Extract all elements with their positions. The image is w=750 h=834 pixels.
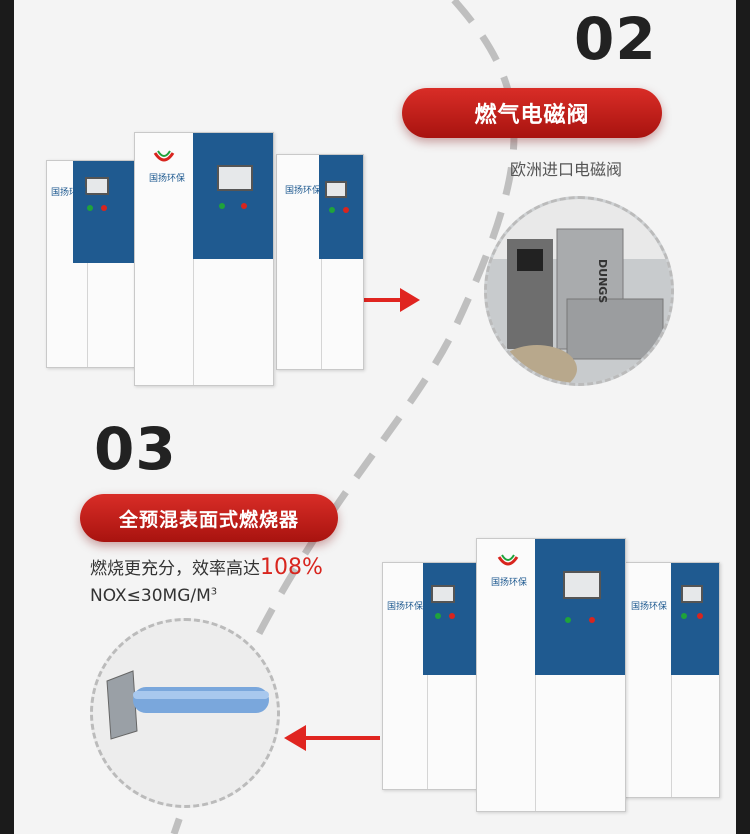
boiler-unit-bottom-center: 国扬环保 (476, 538, 626, 812)
brand-label: 国扬环保 (491, 578, 528, 588)
brand-label: 国扬环保 (149, 174, 186, 184)
section-subtitle-02: 欧洲进口电磁阀 (510, 160, 623, 179)
valve-brand-label: DUNGS (596, 259, 609, 303)
burner-photo (90, 618, 280, 808)
efficiency-line: 燃烧更充分，效率高达108% (90, 555, 323, 580)
brand-logo-icon (153, 150, 175, 162)
section-number-02: 02 (574, 5, 657, 73)
section-title-03: 全预混表面式燃烧器 (80, 494, 338, 542)
nox-line: NOX≤30MG/M3 (90, 585, 218, 606)
brand-logo-icon (497, 554, 519, 566)
efficiency-value: 108% (260, 555, 323, 580)
boiler-unit-left: 国扬环保 (46, 160, 136, 368)
page: 02 燃气电磁阀 欧洲进口电磁阀 国扬环保 国扬环保 国扬环保 (14, 0, 736, 834)
boiler-unit-right: 国扬环保 (276, 154, 364, 370)
section-description-03: 燃烧更充分，效率高达108% NOX≤30MG/M3 (90, 552, 323, 609)
boiler-unit-bottom-left: 国扬环保 (382, 562, 480, 790)
boiler-unit-bottom-right: 国扬环保 (622, 562, 720, 798)
left-arrow-icon (284, 725, 380, 751)
right-arrow-icon (362, 288, 420, 312)
solenoid-valve-photo: DUNGS (484, 196, 674, 386)
section-number-03: 03 (94, 415, 177, 483)
section-title-02: 燃气电磁阀 (402, 88, 662, 138)
boiler-unit-center: 国扬环保 (134, 132, 274, 386)
